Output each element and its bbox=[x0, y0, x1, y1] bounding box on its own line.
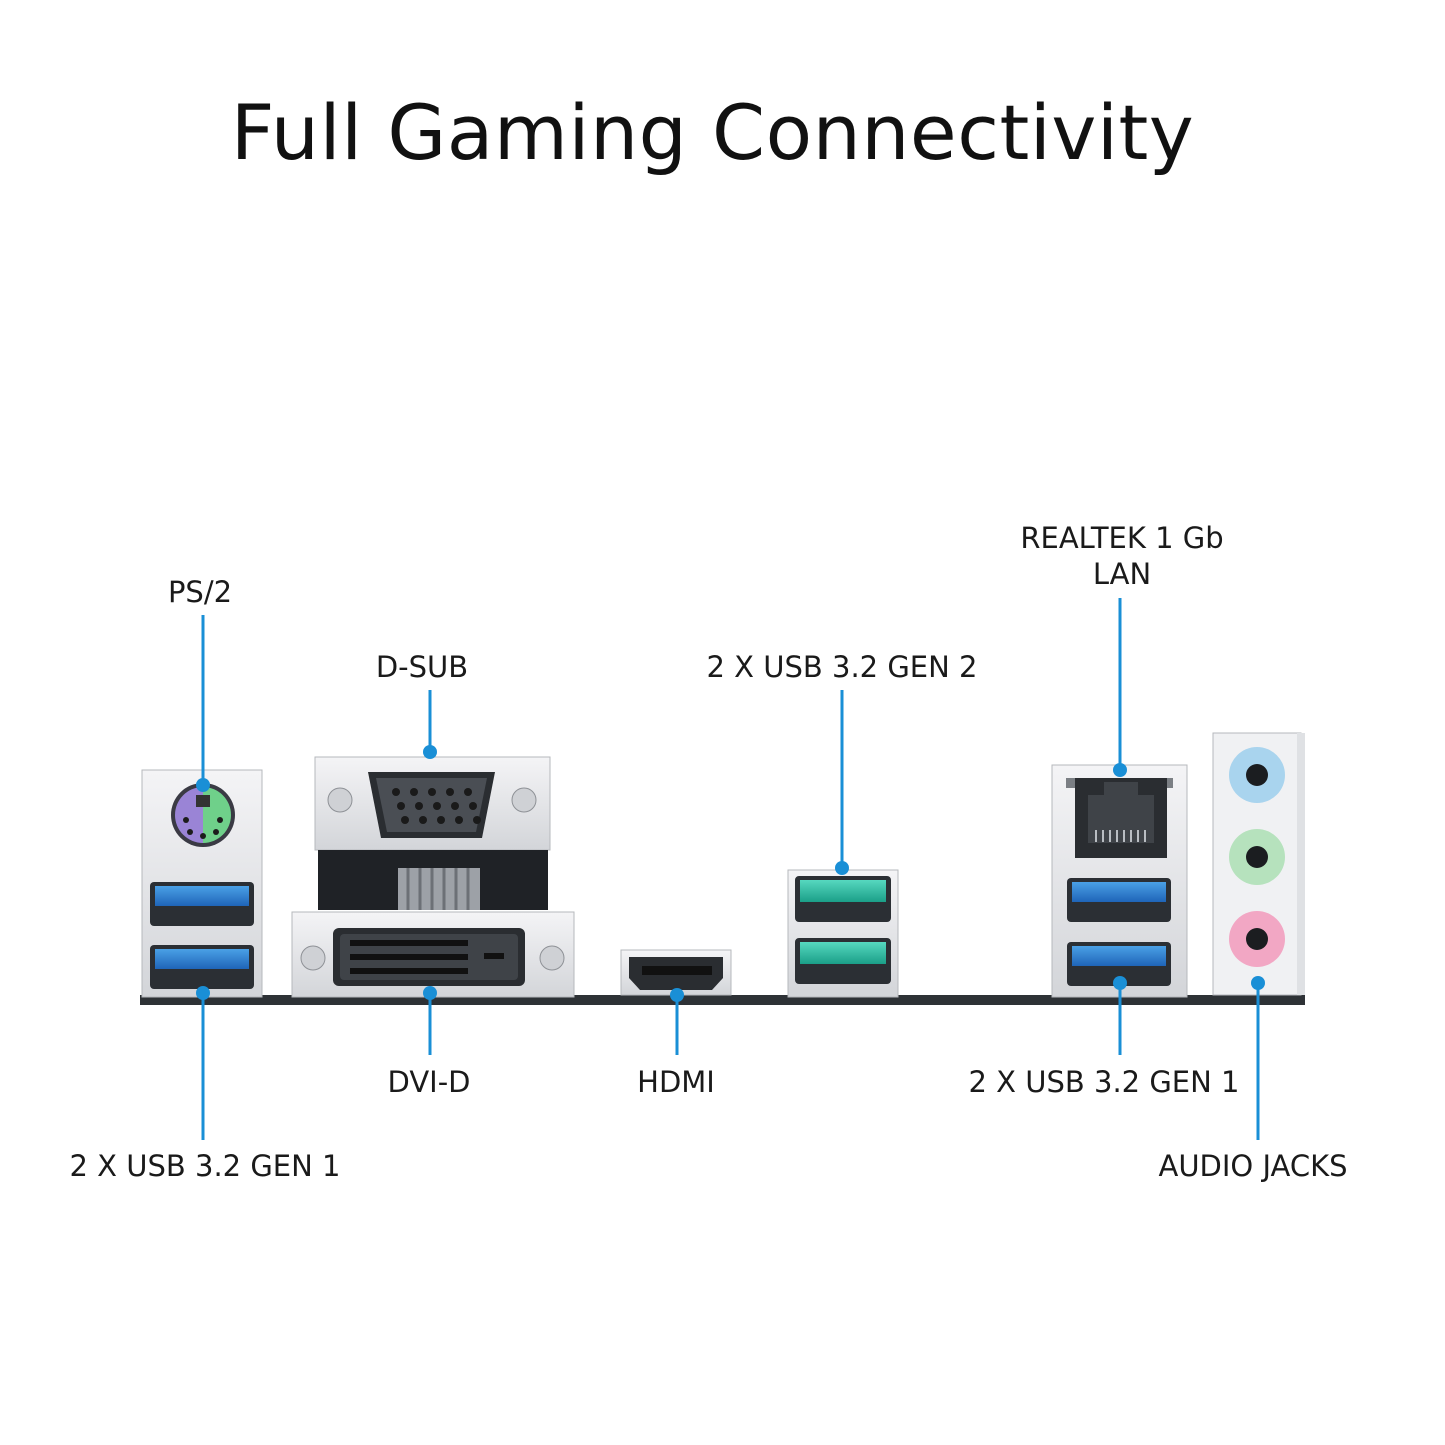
ps2-usb-stack bbox=[141, 769, 263, 998]
dvi-connector bbox=[291, 911, 575, 998]
label-usb-gen1-left: 2 X USB 3.2 GEN 1 bbox=[69, 1149, 341, 1183]
label-usb-gen1-right: 2 X USB 3.2 GEN 1 bbox=[968, 1065, 1240, 1099]
label-lan-line1: REALTEK 1 Gb bbox=[1020, 521, 1224, 555]
label-usb-gen2: 2 X USB 3.2 GEN 2 bbox=[706, 650, 978, 684]
label-lan-line2: LAN bbox=[1092, 557, 1152, 591]
label-dsub: D-SUB bbox=[375, 650, 469, 684]
label-dvid: DVI-D bbox=[387, 1065, 471, 1099]
label-audio-jacks: AUDIO JACKS bbox=[1158, 1149, 1348, 1183]
audio-jack-stack bbox=[1212, 732, 1305, 996]
label-ps2: PS/2 bbox=[167, 575, 233, 609]
usb-gen2-stack bbox=[787, 869, 899, 998]
dsub-connector bbox=[314, 756, 551, 910]
lan-usb-stack bbox=[1051, 764, 1188, 998]
page-title: Full Gaming Connectivity bbox=[230, 88, 1195, 177]
label-hdmi: HDMI bbox=[637, 1065, 715, 1099]
motherboard-edge bbox=[140, 995, 1305, 1005]
callout-lines bbox=[196, 598, 1265, 1140]
hdmi-connector bbox=[620, 949, 732, 996]
